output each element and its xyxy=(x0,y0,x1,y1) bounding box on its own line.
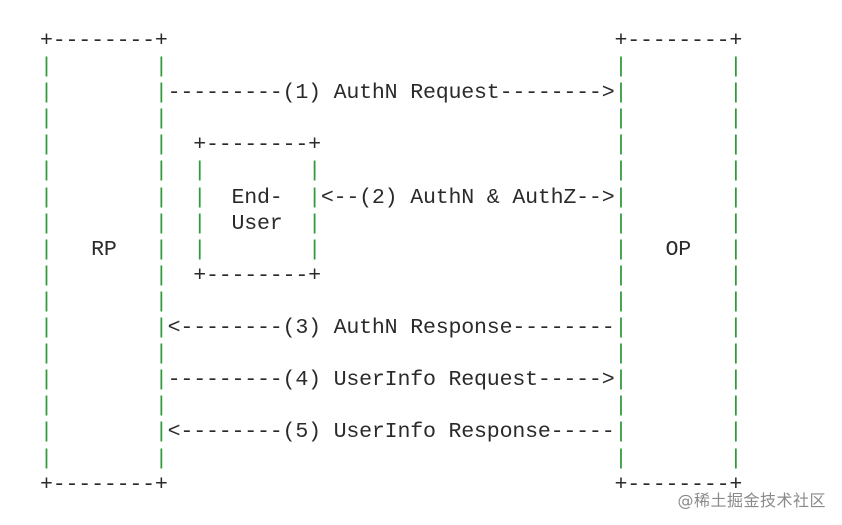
watermark: @稀土掘金技术社区 xyxy=(677,491,826,510)
diagram-line: | |<--------(3) AuthN Response--------| … xyxy=(40,316,743,341)
diagram-line: | | | | xyxy=(40,446,743,471)
diagram-line: | | | User | | | xyxy=(40,211,743,236)
diagram-line: | | +--------+ | | xyxy=(40,133,743,158)
diagram-line: | |---------(4) UserInfo Request----->| … xyxy=(40,368,743,393)
diagram-line: | | | | xyxy=(40,55,743,80)
diagram-line: +--------+ +--------+ xyxy=(40,472,743,497)
diagram-line: | | | | xyxy=(40,107,743,132)
diagram-line: | | | | | | xyxy=(40,159,743,184)
diagram-line: | |<--------(5) UserInfo Response-----| … xyxy=(40,420,743,445)
ascii-diagram-text: +--------+ +--------+ | | | | | |-------… xyxy=(40,28,742,498)
diagram-line: | |---------(1) AuthN Request-------->| … xyxy=(40,81,743,106)
diagram-line: | | | End- |<--(2) AuthN & AuthZ-->| | xyxy=(40,185,743,210)
diagram-line: | | | | xyxy=(40,394,743,419)
diagram-line: | | +--------+ | | xyxy=(40,263,743,288)
diagram-line: | | | | xyxy=(40,342,743,367)
diagram-line: +--------+ +--------+ xyxy=(40,29,743,53)
diagram-line: | RP | | | | OP | xyxy=(40,237,743,262)
diagram-line: | | | | xyxy=(40,289,743,314)
